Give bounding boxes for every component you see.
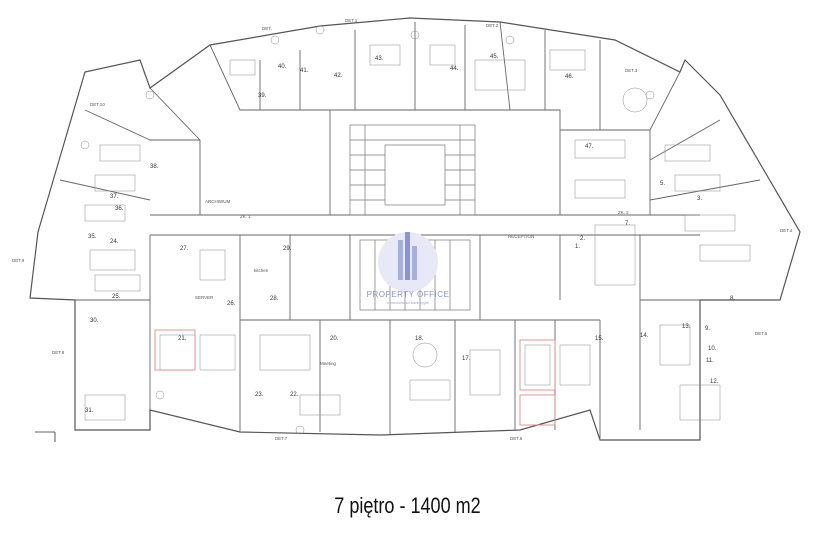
label-det9: DET.9 bbox=[12, 258, 25, 263]
room-31: 31. bbox=[85, 408, 94, 414]
room-labels: 1. 2. 3. 5. 7. 8. 9. 10. 11. 12. 13. 14.… bbox=[85, 54, 735, 414]
label-det3: DET.3 bbox=[625, 68, 638, 73]
watermark-brand: PROPERTY OFFICE bbox=[367, 290, 450, 299]
room-27: 27. bbox=[180, 246, 189, 252]
room-41: 41. bbox=[300, 68, 309, 74]
label-archive: ARCHIWUM bbox=[205, 199, 230, 204]
room-47: 47. bbox=[585, 144, 594, 150]
room-38: 38. bbox=[150, 164, 159, 170]
room-22: 22. bbox=[290, 392, 299, 398]
label-det1: DET.1 bbox=[345, 18, 358, 23]
room-30: 30. bbox=[90, 318, 99, 324]
furniture bbox=[80, 25, 751, 435]
room-35: 35. bbox=[88, 234, 97, 240]
room-11: 11. bbox=[706, 358, 714, 364]
watermark-tagline: nieruchomości komercyjne bbox=[387, 301, 428, 305]
room-25: 25. bbox=[112, 294, 121, 300]
room-39: 39. bbox=[258, 93, 267, 99]
room-29: 29. bbox=[283, 246, 292, 252]
label-reception: RECEPTION bbox=[508, 234, 534, 239]
floor-caption: 7 piętro - 1400 m2 bbox=[334, 493, 481, 518]
outer-walls bbox=[29, 17, 801, 441]
room-42: 42. bbox=[334, 73, 343, 79]
room-13: 13. bbox=[682, 324, 691, 330]
label-det2: DET.2 bbox=[486, 23, 499, 28]
room-17: 17. bbox=[462, 356, 471, 362]
room-1: 1. bbox=[575, 244, 580, 250]
room-37: 37. bbox=[110, 194, 119, 200]
floor-plan-drawing: PROPERTY OFFICE nieruchomości komercyjne… bbox=[12, 17, 801, 442]
room-3: 3. bbox=[697, 196, 702, 202]
plan-annotations: RECEPTION SERVER kitchen Meeting ARCHIWU… bbox=[12, 18, 793, 441]
label-det4: DET.4 bbox=[780, 228, 793, 233]
room-14: 14. bbox=[640, 333, 649, 339]
room-15: 15. bbox=[595, 336, 604, 342]
inner-walls bbox=[59, 21, 761, 440]
watermark: PROPERTY OFFICE nieruchomości komercyjne bbox=[367, 232, 450, 305]
room-10: 10. bbox=[708, 346, 717, 352]
label-det8: DET.8 bbox=[52, 350, 65, 355]
label-det10: DET.10 bbox=[90, 102, 105, 107]
label-det5: DET.5 bbox=[755, 331, 768, 336]
room-44: 44. bbox=[450, 66, 459, 72]
label-zk1: ZK. 1 bbox=[240, 214, 251, 219]
meeting-highlights bbox=[154, 329, 556, 426]
label-zk2: ZK. 2 bbox=[618, 210, 629, 215]
label-det6: DET.6 bbox=[510, 436, 523, 441]
label-det7: DET.7 bbox=[275, 436, 288, 441]
room-18: 18. bbox=[415, 336, 424, 342]
room-12: 12. bbox=[710, 379, 719, 385]
label-det: DET. bbox=[262, 26, 272, 31]
room-5: 5. bbox=[660, 181, 665, 187]
floor-plan: PROPERTY OFFICE nieruchomości komercyjne… bbox=[12, 17, 801, 442]
room-20: 20. bbox=[330, 336, 339, 342]
room-36: 36. bbox=[115, 206, 124, 212]
room-7: 7. bbox=[625, 221, 630, 227]
room-45: 45. bbox=[490, 54, 499, 60]
room-46: 46. bbox=[565, 74, 574, 80]
room-21: 21. bbox=[178, 336, 187, 342]
room-26: 26. bbox=[227, 301, 236, 307]
room-2: 2. bbox=[580, 236, 585, 242]
room-43: 43. bbox=[375, 56, 384, 62]
room-40: 40. bbox=[278, 64, 287, 70]
label-server: SERVER bbox=[195, 295, 214, 300]
room-9: 9. bbox=[705, 326, 710, 332]
room-8: 8. bbox=[730, 296, 735, 302]
room-24: 24. bbox=[110, 239, 119, 245]
room-23: 23. bbox=[255, 392, 264, 398]
label-meeting: Meeting bbox=[320, 361, 337, 366]
room-28: 28. bbox=[270, 296, 279, 302]
corner-mark bbox=[35, 431, 56, 442]
label-kitchen: kitchen bbox=[254, 268, 269, 273]
